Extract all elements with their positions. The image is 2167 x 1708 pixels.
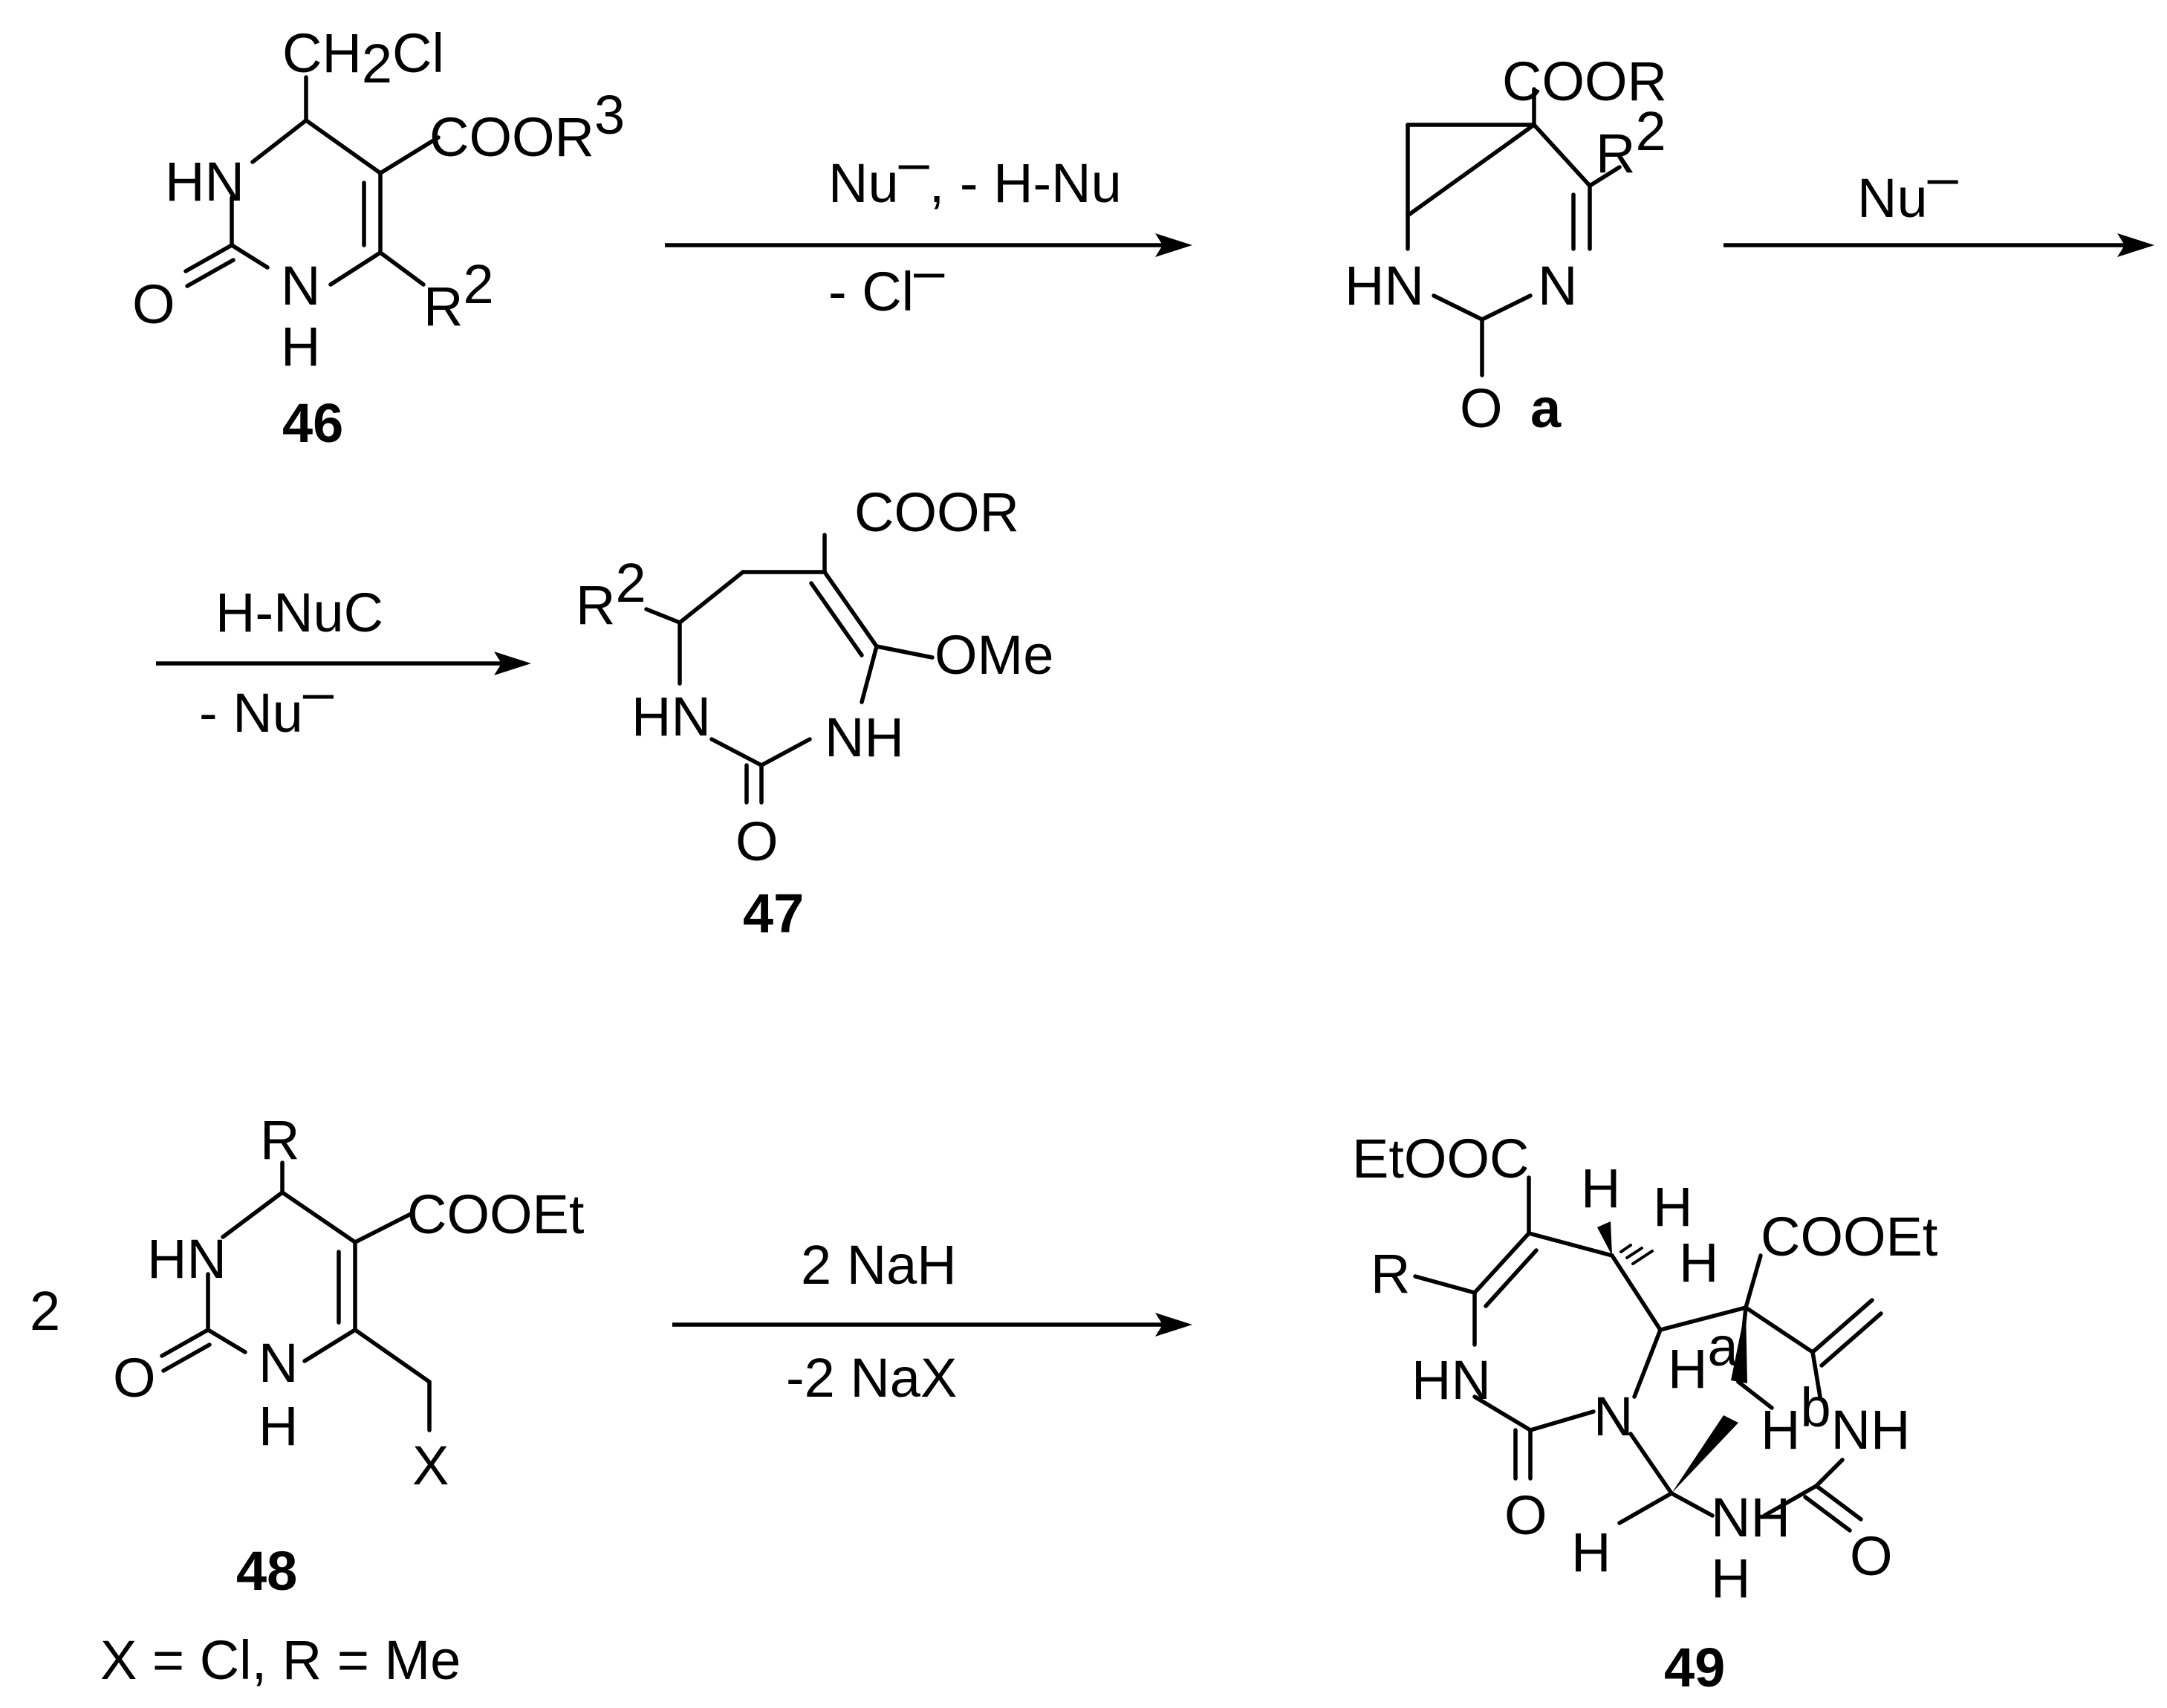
compound-49-nh: NH — [1711, 1487, 1790, 1548]
compound-48-n: N — [259, 1332, 298, 1394]
compound-49-o-right: O — [1850, 1525, 1893, 1587]
compound-49-n: N — [1593, 1386, 1633, 1447]
compound-48-hn: HN — [147, 1228, 227, 1290]
intermediate-a-label: a — [1530, 377, 1562, 439]
compound-47-r2: R2 — [576, 552, 646, 636]
compound-49-ha: Ha — [1668, 1316, 1738, 1400]
intermediate-a-ester: COOR — [1502, 51, 1667, 112]
intermediate-a-structure — [1406, 87, 1622, 377]
compound-49-hn: HN — [1411, 1349, 1491, 1411]
compound-46-ch2cl: CH2Cl — [282, 22, 444, 94]
compound-47-label: 47 — [743, 883, 804, 944]
compound-49-o-left: O — [1504, 1484, 1547, 1546]
arrow-1-byproduct: - Cl– — [828, 240, 945, 322]
compound-47-nh: NH — [825, 707, 904, 768]
compound-48-h: H — [259, 1395, 298, 1457]
compound-46-n: N — [281, 255, 320, 316]
compound-49-h-top-1: H — [1581, 1157, 1620, 1219]
compound-48-x: X — [412, 1435, 449, 1496]
compound-49-h-nh: H — [1711, 1548, 1750, 1609]
compound-49-ester-right: COOEt — [1761, 1206, 1938, 1267]
intermediate-a-n: N — [1538, 255, 1577, 316]
arrow-1 — [665, 233, 1192, 257]
compound-49-r: R — [1371, 1243, 1410, 1305]
compound-49-wedge-3 — [1731, 1308, 1747, 1383]
compound-46-h: H — [281, 316, 320, 377]
compound-47-structure — [644, 533, 935, 805]
compound-46-o: O — [132, 273, 175, 335]
intermediate-a-r2: R2 — [1596, 100, 1666, 184]
arrow-2 — [1723, 233, 2154, 257]
compound-48-label: 48 — [236, 1540, 297, 1602]
intermediate-a-hn: HN — [1345, 255, 1424, 316]
arrow-1-reagent: Nu–, - H-Nu — [828, 131, 1122, 214]
compound-46-label: 46 — [282, 392, 343, 454]
compound-48-condition: X = Cl, R = Me — [100, 1629, 461, 1691]
compound-49-h-top-2: H — [1653, 1176, 1692, 1238]
compound-49-wedge-1 — [1671, 1415, 1738, 1493]
arrow-3-byproduct: - Nu– — [199, 661, 334, 744]
compound-49-label: 49 — [1664, 1637, 1725, 1698]
compound-46-r2: R2 — [423, 253, 494, 337]
compound-46-ester: COOR3 — [429, 84, 625, 168]
compound-48-coefficient: 2 — [30, 1280, 60, 1342]
compound-47-o: O — [735, 811, 779, 872]
arrow-4-reagent: 2 NaH — [801, 1234, 957, 1296]
compound-49-wedge-2 — [1597, 1221, 1612, 1256]
compound-46-structure — [183, 75, 441, 288]
arrow-2-reagent: Nu– — [1857, 146, 1959, 229]
arrow-4-byproduct: -2 NaX — [786, 1347, 957, 1409]
compound-49-hb-nh: HbNH — [1761, 1377, 1911, 1461]
compound-49-structure — [1413, 1175, 1883, 1533]
compound-48-o: O — [113, 1347, 156, 1409]
compound-46-hn: HN — [165, 151, 244, 212]
compound-49-ester-left: EtOOC — [1352, 1128, 1529, 1189]
compound-49-hash — [1619, 1244, 1654, 1265]
compound-49-h-mid: H — [1679, 1232, 1718, 1293]
arrow-3-reagent: H-NuC — [215, 582, 383, 643]
compound-47-ome: OMe — [935, 624, 1053, 686]
compound-47-ester: COOR — [854, 481, 1019, 543]
compound-48-ester: COOEt — [407, 1183, 585, 1245]
arrow-3 — [156, 652, 531, 675]
arrow-4 — [672, 1313, 1192, 1337]
compound-48-structure — [160, 1160, 432, 1432]
compound-48-r: R — [260, 1109, 299, 1171]
compound-47-hn: HN — [631, 686, 711, 747]
compound-49-h-aminal: H — [1571, 1522, 1611, 1583]
intermediate-a-o: O — [1460, 377, 1503, 439]
